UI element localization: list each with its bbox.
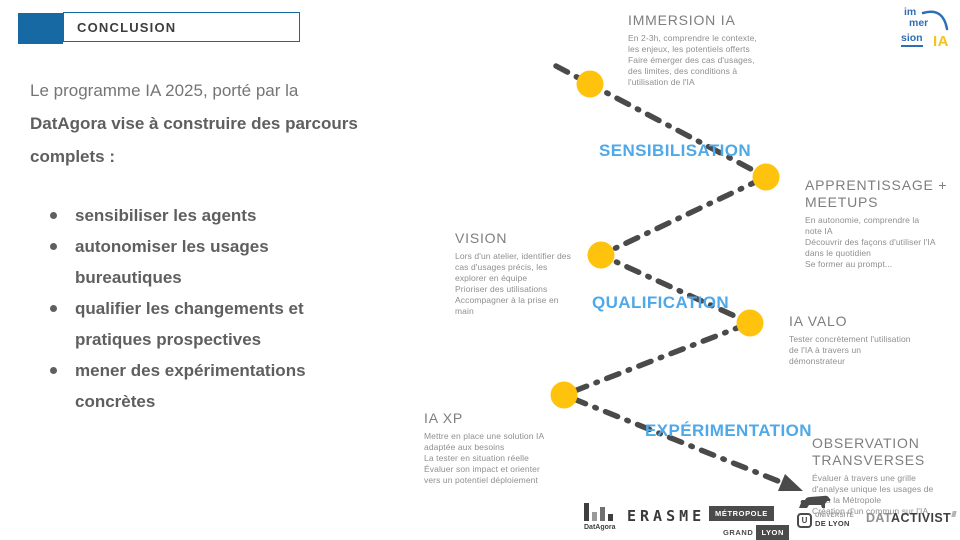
lion-icon	[799, 495, 831, 508]
header-accent-square	[18, 13, 63, 44]
lyon-logo-text: LYON	[756, 525, 789, 540]
intro-paragraph: Le programme IA 2025, porté par la DatAg…	[30, 74, 430, 173]
phase-label-experimentation: EXPÉRIMENTATION	[645, 421, 812, 440]
erasme-logo: ERASME	[627, 507, 706, 525]
bullet-text: qualifier les changements et pratiques p…	[75, 299, 304, 349]
metropole-logo-text: MÉTROPOLE	[709, 506, 774, 521]
u-shield-icon: U	[797, 513, 812, 528]
step-description: En autonomie, comprendre la note IA Déco…	[805, 215, 936, 269]
bullet-icon	[50, 243, 57, 250]
datagora-logo: DatAgora	[584, 501, 628, 531]
logo-text-line3: sion	[901, 33, 923, 47]
step-observation-transverses: OBSERVATION TRANSVERSES Évaluer à traver…	[812, 435, 960, 517]
step-description: Mettre en place une solution IA adaptée …	[424, 431, 545, 485]
step-title: OBSERVATION TRANSVERSES	[812, 435, 926, 468]
datagora-barchart-icon	[584, 501, 628, 521]
immersion-ia-logo: im mer sion IA	[896, 7, 956, 57]
datactivist-logo-text-dark: ACTIVIST	[891, 511, 952, 525]
step-title: IMMERSION IA	[628, 12, 736, 28]
datactivist-mark	[951, 511, 958, 517]
bullet-icon	[50, 305, 57, 312]
list-item: autonomiser les usages bureautiques	[30, 231, 420, 293]
logo-text-ia: IA	[933, 33, 949, 50]
logo-text-line1: im	[904, 6, 917, 18]
logo-text-line2: mer	[909, 16, 929, 29]
bullet-list: sensibiliser les agents autonomiser les …	[30, 200, 420, 417]
step-description: En 2-3h, comprendre le contexte, les enj…	[628, 33, 757, 87]
grand-logo-text: GRAND	[722, 528, 754, 537]
universite-logo-text: UNIVERSITÉ	[815, 513, 855, 519]
de-lyon-logo-text: DE LYON	[815, 519, 850, 528]
step-ia-xp: IA XP Mettre en place une solution IA ad…	[424, 410, 574, 486]
page-title: CONCLUSION	[77, 19, 177, 35]
bullet-icon	[50, 212, 57, 219]
step-title: IA XP	[424, 410, 464, 426]
datactivist-logo-text-light: DAT	[866, 511, 892, 525]
step-title: IA VALO	[789, 313, 848, 329]
step-title: VISION	[455, 230, 508, 246]
intro-bold-line2: complets :	[30, 147, 116, 166]
header-title-box: CONCLUSION	[63, 12, 300, 42]
journey-dot-1	[576, 70, 604, 98]
step-description: Lors d'un atelier, identifier des cas d'…	[455, 251, 571, 316]
phase-label-sensibilisation: SENSIBILISATION	[599, 141, 752, 160]
datactivist-logo: DATACTIVIST	[866, 511, 958, 525]
bullet-icon	[50, 367, 57, 374]
intro-bold-line1: DatAgora vise à construire des parcours	[30, 114, 358, 133]
step-apprentissage-meetups: APPRENTISSAGE + MEETUPS En autonomie, co…	[805, 177, 960, 270]
universite-de-lyon-logo: U UNIVERSITÉ DE LYON	[797, 495, 867, 528]
bullet-text: sensibiliser les agents	[75, 206, 257, 225]
journey-dot-2	[752, 163, 780, 191]
step-immersion-ia: IMMERSION IA En 2-3h, comprendre le cont…	[628, 12, 788, 88]
logo-arc-icon	[921, 10, 949, 31]
step-vision: VISION Lors d'un atelier, identifier des…	[455, 230, 605, 317]
journey-dot-5	[550, 381, 578, 409]
journey-arrowhead-icon	[778, 474, 803, 491]
list-item: mener des expérimentations concrètes	[30, 355, 420, 417]
step-description: Évaluer à travers une grille d'analyse u…	[812, 473, 934, 516]
step-description: Tester concrètement l'utilisation de l'I…	[789, 334, 911, 366]
list-item: qualifier les changements et pratiques p…	[30, 293, 420, 355]
phase-label-qualification: QUALIFICATION	[592, 293, 730, 312]
journey-dot-4	[736, 309, 764, 337]
bullet-text: autonomiser les usages bureautiques	[75, 237, 269, 287]
list-item: sensibiliser les agents	[30, 200, 420, 231]
intro-lead: Le programme IA 2025, porté par la	[30, 81, 299, 100]
step-ia-valo: IA VALO Tester concrètement l'utilisatio…	[789, 313, 947, 367]
datagora-logo-text: DatAgora	[584, 524, 616, 531]
bullet-text: mener des expérimentations concrètes	[75, 361, 306, 411]
step-title: APPRENTISSAGE + MEETUPS	[805, 177, 948, 210]
